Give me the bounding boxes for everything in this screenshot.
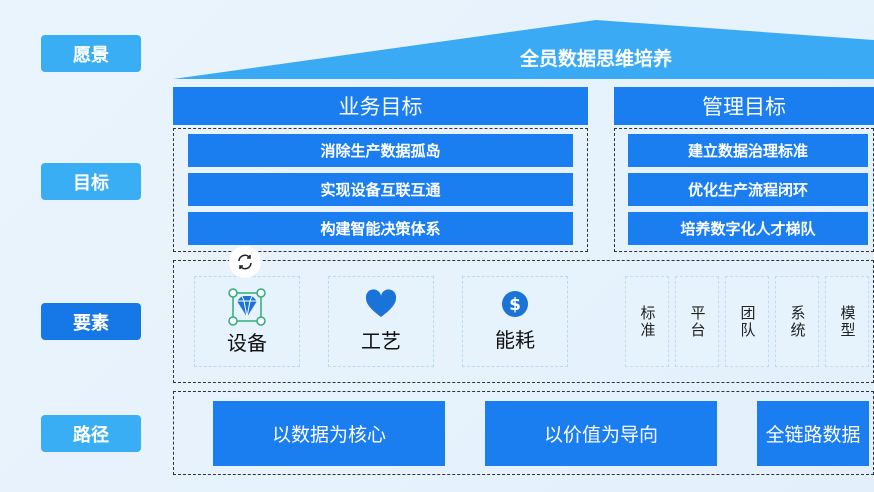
row-label-element[interactable]: 要素 [41, 303, 141, 340]
path-box: 以价值为导向 [485, 401, 717, 466]
rotate-handle[interactable] [229, 246, 261, 278]
management-goal-item: 优化生产流程闭环 [628, 173, 868, 206]
rotate-icon [238, 254, 252, 270]
business-goal-item: 实现设备互联互通 [188, 173, 573, 206]
row-label-goal: 目标 [41, 163, 141, 200]
business-goal-item: 构建智能决策体系 [188, 212, 573, 245]
management-goal-item: 建立数据治理标准 [628, 134, 868, 167]
small-element-card[interactable]: 模型 [825, 276, 869, 367]
business-goal-header: 业务目标 [173, 87, 588, 125]
path-box: 以数据为核心 [213, 401, 445, 466]
small-element-card[interactable]: 平台 [675, 276, 719, 367]
business-goal-group [173, 128, 588, 252]
element-card-energy[interactable]: $ 能耗 [462, 276, 568, 367]
dollar-icon: $ [502, 291, 528, 317]
element-label: 工艺 [361, 329, 401, 353]
svg-text:$: $ [509, 295, 521, 315]
management-goal-item: 培养数字化人才梯队 [628, 212, 868, 245]
row-label-path: 路径 [41, 415, 141, 452]
small-element-card[interactable]: 标准 [625, 276, 669, 367]
small-element-card[interactable]: 系统 [775, 276, 819, 367]
business-goal-item: 消除生产数据孤岛 [188, 134, 573, 167]
heart-icon [365, 289, 397, 317]
element-label: 能耗 [495, 328, 535, 352]
vision-roof [173, 20, 874, 79]
element-card-process[interactable]: 工艺 [328, 276, 434, 367]
row-label-vision: 愿景 [41, 35, 141, 72]
path-box: 全链路数据 [757, 401, 869, 466]
element-label: 设备 [227, 331, 267, 355]
management-goal-header: 管理目标 [614, 87, 874, 125]
element-card-equipment[interactable]: 设备 [194, 276, 300, 367]
diamond-icon[interactable] [227, 287, 267, 327]
small-element-card[interactable]: 团队 [725, 276, 769, 367]
vision-text: 全员数据思维培养 [519, 47, 672, 70]
